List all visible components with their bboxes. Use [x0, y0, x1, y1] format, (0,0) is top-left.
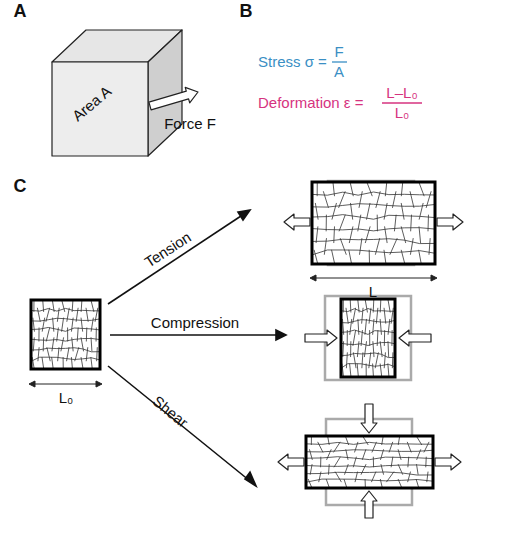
- force-arrow: [361, 404, 377, 433]
- dimension-line: [29, 275, 437, 387]
- material-sample: [341, 297, 395, 380]
- text-label: L₀: [395, 105, 410, 122]
- force-arrow: [399, 330, 431, 346]
- force-arrow: [305, 330, 337, 346]
- material-sample: [306, 434, 433, 489]
- material-sample: [31, 298, 100, 371]
- force-arrow: [437, 214, 463, 230]
- text-label: Shear: [149, 393, 190, 431]
- cube: [52, 30, 182, 156]
- text-label: Stress σ =: [258, 54, 327, 71]
- text-label: L₀: [59, 390, 74, 407]
- force-arrow: [284, 214, 310, 230]
- panel-letter: B: [240, 2, 253, 22]
- panel-letter: C: [14, 177, 27, 197]
- process-arrow: [108, 210, 286, 486]
- fraction-bar: [382, 102, 422, 103]
- text-label: Compression: [151, 315, 239, 332]
- text-label: A: [334, 64, 344, 81]
- force-arrow: [149, 87, 198, 109]
- text-label: L: [369, 284, 377, 301]
- text-label: L–L₀: [386, 85, 417, 102]
- force-arrow: [278, 454, 304, 470]
- text-label: F: [334, 44, 343, 61]
- text-label: Force F: [164, 116, 216, 133]
- fraction-bar: [332, 61, 347, 62]
- material-sample: [312, 180, 435, 267]
- force-arrow: [435, 454, 461, 470]
- text-label: Deformation ε =: [258, 95, 363, 112]
- panel-letter: A: [14, 2, 27, 22]
- force-arrow: [361, 491, 377, 518]
